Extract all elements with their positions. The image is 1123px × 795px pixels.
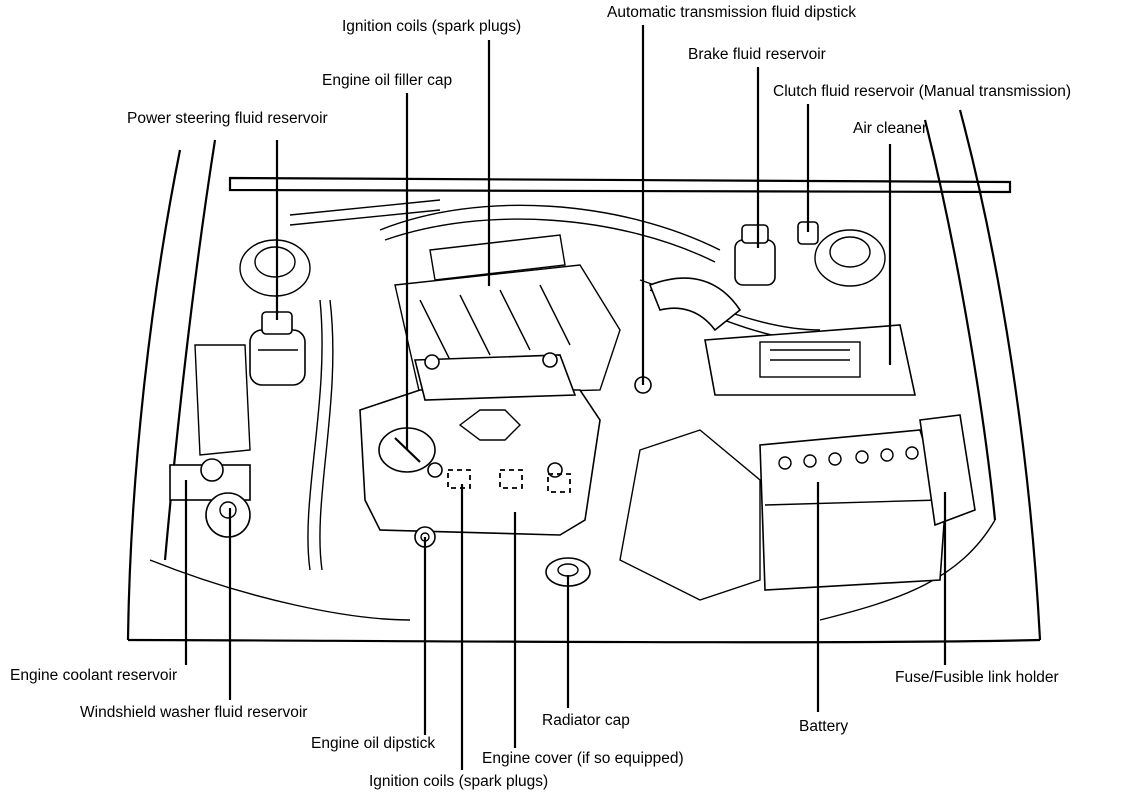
label-radiator-cap: Radiator cap bbox=[542, 712, 630, 729]
label-windshield-washer-reservoir: Windshield washer fluid reservoir bbox=[80, 704, 308, 721]
label-battery: Battery bbox=[799, 718, 849, 735]
engine-cover-shape bbox=[359, 352, 601, 536]
label-ignition-coils-bottom: Ignition coils (spark plugs) bbox=[369, 773, 549, 790]
fender-outline bbox=[126, 109, 1042, 644]
battery-shape bbox=[759, 429, 946, 591]
label-ignition-coils-top: Ignition coils (spark plugs) bbox=[342, 18, 522, 35]
label-clutch-fluid-reservoir: Clutch fluid reservoir (Manual transmiss… bbox=[773, 83, 1072, 100]
fuse-holder-shape bbox=[919, 414, 976, 527]
label-atf-dipstick: Automatic transmission fluid dipstick bbox=[607, 4, 856, 21]
brake-fluid-reservoir bbox=[734, 224, 776, 286]
label-engine-oil-dipstick: Engine oil dipstick bbox=[311, 735, 436, 752]
radiator-cap-shape bbox=[545, 557, 591, 587]
label-power-steering-reservoir: Power steering fluid reservoir bbox=[127, 110, 328, 127]
air-cleaner-box bbox=[704, 324, 916, 396]
label-air-cleaner: Air cleaner bbox=[853, 120, 928, 137]
strut-tower-left bbox=[239, 239, 311, 297]
label-engine-coolant-reservoir: Engine coolant reservoir bbox=[10, 667, 178, 684]
label-engine-cover: Engine cover (if so equipped) bbox=[482, 750, 684, 767]
leader-lines bbox=[184, 25, 947, 770]
power-steering-reservoir bbox=[249, 311, 306, 386]
label-brake-fluid-reservoir: Brake fluid reservoir bbox=[688, 46, 826, 63]
cylinder-head bbox=[394, 234, 621, 396]
air-intake-duct bbox=[648, 277, 742, 332]
washer-reservoir bbox=[205, 492, 251, 538]
strut-tower-right bbox=[814, 229, 886, 287]
label-fuse-holder: Fuse/Fusible link holder bbox=[895, 669, 1059, 686]
label-engine-oil-filler-cap: Engine oil filler cap bbox=[322, 72, 453, 89]
left-box bbox=[194, 344, 251, 456]
battery-tray bbox=[619, 429, 761, 601]
coolant-reservoir bbox=[169, 458, 251, 501]
